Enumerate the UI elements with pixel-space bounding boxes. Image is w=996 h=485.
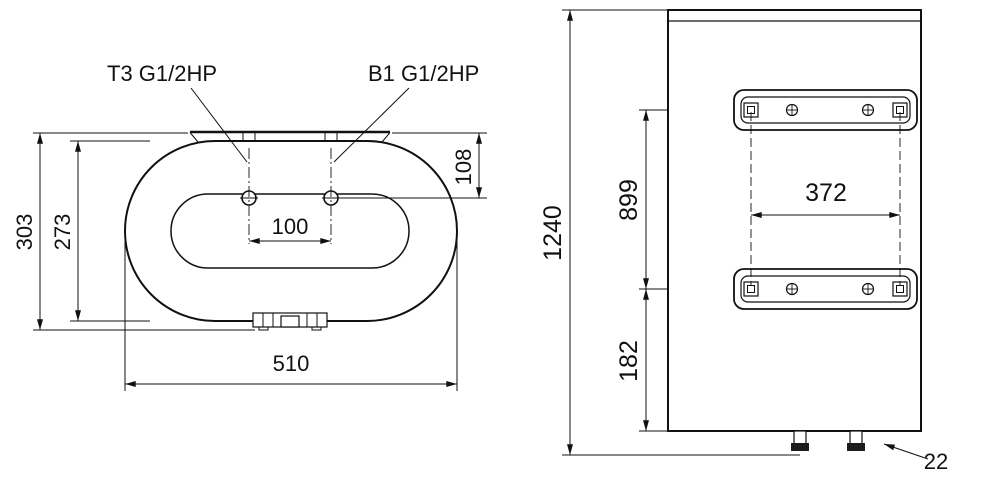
- dim-pipe-edge-offset-22: 22: [883, 443, 948, 474]
- dim-bracket-to-bottom-182: 182: [615, 289, 667, 432]
- pipe-cap-left: [791, 443, 809, 451]
- pipe-connection-left: [791, 430, 809, 451]
- dim-body-height-273: 273: [50, 140, 150, 322]
- port-right-label: B1 G1/2HP: [368, 61, 479, 86]
- leader-port-right: [333, 87, 410, 163]
- dim-total-height-303: 303: [12, 132, 255, 331]
- top-view: T3 G1/2HP B1 G1/2HP 303 273 108 100: [12, 61, 487, 391]
- mounting-bracket-upper: [733, 89, 918, 131]
- flange-plate: [189, 130, 391, 143]
- dim-273-label: 273: [50, 214, 75, 251]
- dim-ports-from-top-108: 108: [340, 132, 487, 199]
- dim-100-label: 100: [272, 214, 309, 239]
- flange-inner-outline: [170, 193, 410, 269]
- leader-port-left: [190, 87, 248, 163]
- dim-1240-label: 1240: [539, 205, 567, 261]
- pipe-cap-right: [847, 443, 865, 451]
- port-left-label: T3 G1/2HP: [107, 61, 217, 86]
- dim-899-label: 899: [615, 179, 643, 221]
- dim-total-width-510: 510: [124, 240, 458, 391]
- heater-body: [667, 9, 922, 432]
- mounting-bracket-lower: [733, 268, 918, 310]
- dim-510-label: 510: [273, 351, 310, 376]
- bottom-terminal-block: [252, 312, 328, 331]
- dim-total-height-1240: 1240: [539, 9, 800, 456]
- dim-22-label: 22: [924, 449, 948, 474]
- dim-108-label: 108: [451, 149, 476, 186]
- dim-ports-spacing-100: 100: [249, 214, 331, 244]
- dim-182-label: 182: [615, 340, 643, 382]
- dim-372-label: 372: [805, 179, 847, 207]
- dim-303-label: 303: [12, 214, 37, 251]
- front-view: 372 1240 899 182 22: [539, 9, 948, 474]
- dim-bracket-holes-372: 372: [750, 112, 901, 286]
- dim-brackets-spacing-899: 899: [615, 109, 667, 290]
- pipe-connection-right: [847, 430, 865, 451]
